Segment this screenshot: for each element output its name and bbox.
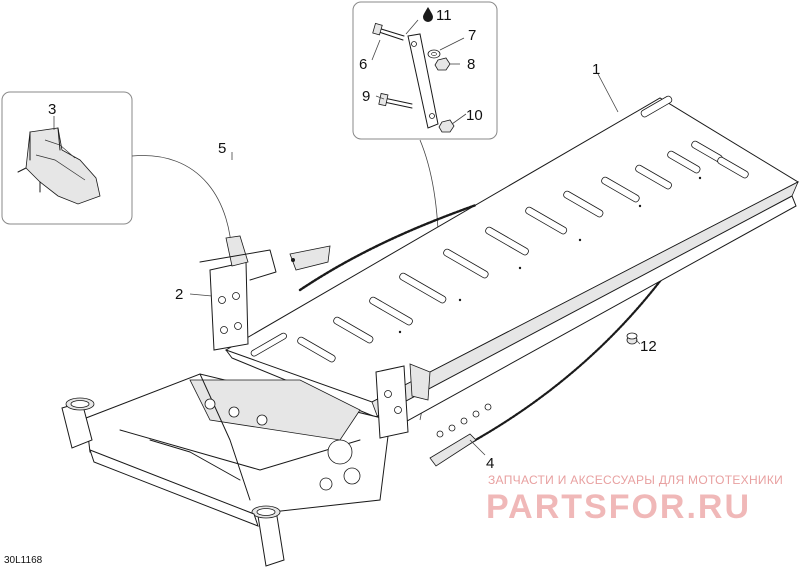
callout-9: 9 — [362, 88, 370, 105]
inset-hardware — [352, 1, 498, 140]
bushing-part-12 — [626, 332, 638, 345]
callout-8: 8 — [467, 56, 475, 73]
callout-3: 3 — [48, 101, 56, 118]
watermark-tagline: ЗАПЧАСТИ И АКСЕССУАРЫ ДЛЯ МОТОТЕХНИКИ — [488, 473, 783, 487]
tunnel-part-1 — [224, 95, 800, 419]
callout-5: 5 — [218, 140, 226, 157]
front-frame — [61, 235, 431, 567]
oil-drop-icon — [423, 7, 433, 22]
drawing-code: 30L1168 — [4, 555, 43, 566]
callout-11: 11 — [436, 7, 452, 24]
callout-12: 12 — [640, 338, 657, 355]
callout-6: 6 — [359, 56, 367, 73]
callout-2: 2 — [175, 286, 183, 303]
callout-7: 7 — [468, 27, 476, 44]
watermark: ЗАПЧАСТИ И АКСЕССУАРЫ ДЛЯ МОТОТЕХНИКИ PA… — [486, 473, 783, 526]
callout-1: 1 — [592, 61, 600, 78]
inset-part-3 — [1, 91, 133, 225]
callout-4: 4 — [486, 455, 494, 472]
watermark-logo-text: PARTSFOR.RU — [486, 488, 751, 526]
callout-10: 10 — [466, 107, 483, 124]
